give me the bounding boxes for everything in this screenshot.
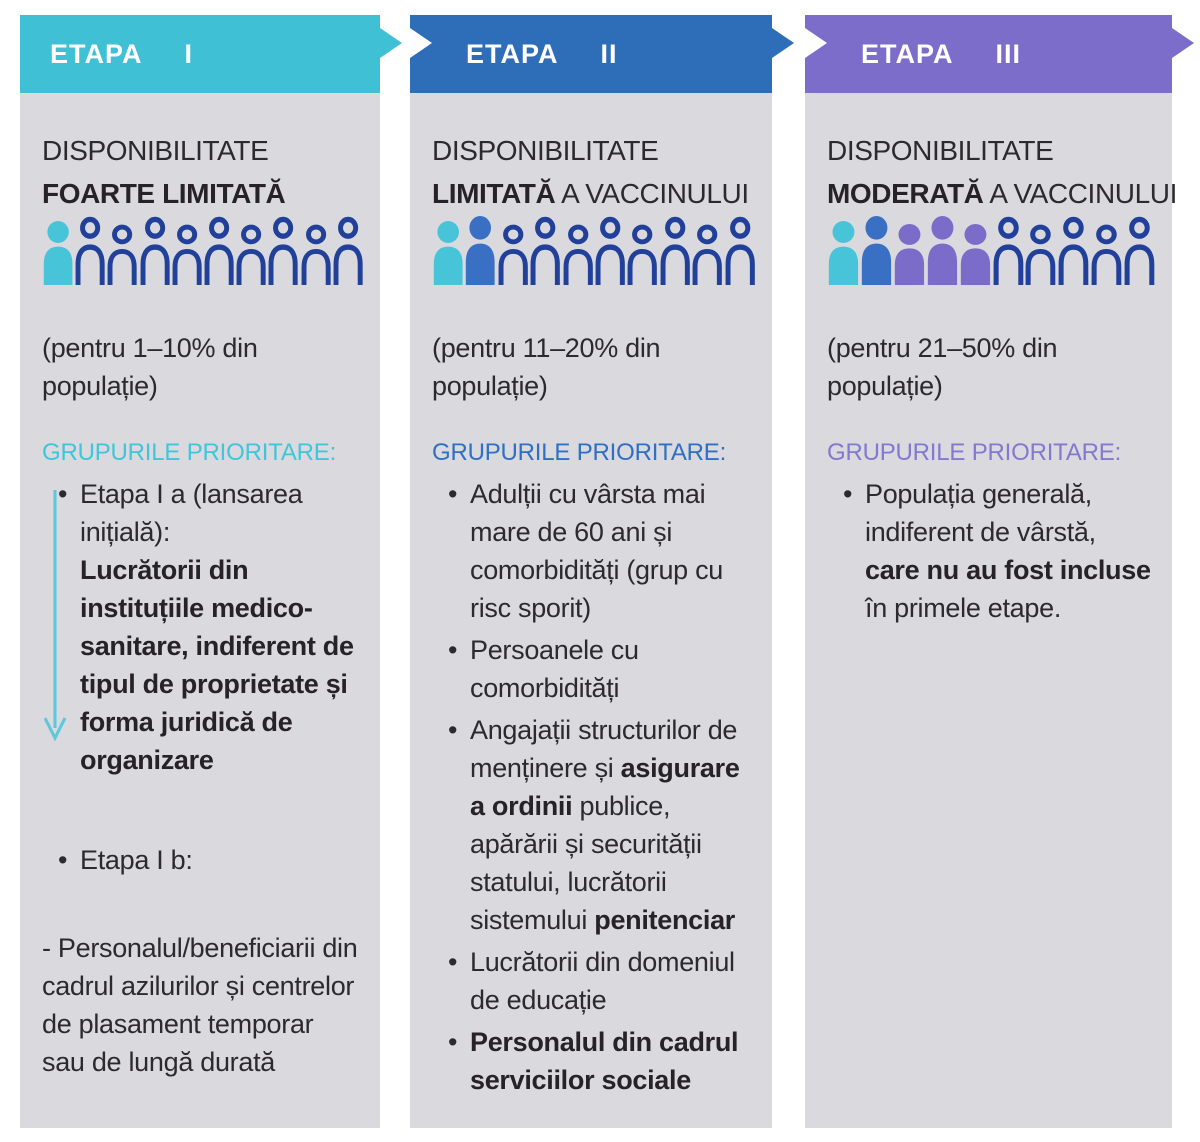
priority-bullet: Lucrătorii din domeniul de educație bbox=[448, 943, 756, 1019]
phase-banner: ETAPA II bbox=[410, 15, 794, 93]
person-outline-icon bbox=[595, 216, 625, 285]
priority-groups-list: Populația generală, indiferent de vârstă… bbox=[827, 475, 1155, 627]
person-filled-icon bbox=[960, 224, 990, 285]
person-filled-icon bbox=[828, 221, 859, 285]
phase-banner-label: ETAPA bbox=[466, 38, 559, 69]
person-filled-icon bbox=[861, 216, 891, 285]
phase-banner: ETAPA III bbox=[805, 15, 1194, 93]
phase-banner: ETAPA I bbox=[20, 15, 402, 93]
priority-bullet: Populația generală, indiferent de vârstă… bbox=[843, 475, 1155, 627]
person-outline-icon bbox=[498, 224, 528, 285]
priority-groups-heading: GRUPURILE PRIORITARE: bbox=[42, 439, 337, 466]
person-filled-icon bbox=[43, 221, 73, 285]
priority-bullet: Adulții cu vârsta mai mare de 60 ani și … bbox=[448, 475, 756, 627]
person-outline-icon bbox=[301, 224, 331, 285]
phase-banner-label: ETAPA bbox=[50, 38, 143, 69]
person-outline-icon bbox=[1058, 216, 1089, 285]
person-outline-icon bbox=[1026, 224, 1056, 285]
person-outline-icon bbox=[107, 224, 138, 285]
population-note: (pentru 11–20% din populație) bbox=[432, 333, 661, 401]
person-outline-icon bbox=[993, 216, 1023, 285]
priority-bullet: Angajații structurilor de menținere și a… bbox=[448, 711, 756, 939]
priority-groups-list: Adulții cu vârsta mai mare de 60 ani și … bbox=[432, 475, 756, 1099]
person-outline-icon bbox=[530, 216, 561, 285]
phase-banner-numeral: III bbox=[995, 38, 1022, 69]
person-outline-icon bbox=[660, 216, 690, 285]
priority-groups-list: Etapa I a (lansarea inițială):Lucrătorii… bbox=[42, 475, 364, 879]
person-outline-icon bbox=[692, 224, 723, 285]
person-filled-icon bbox=[894, 224, 924, 285]
person-outline-icon bbox=[204, 216, 234, 285]
person-outline-icon bbox=[1124, 216, 1155, 285]
phase-note: - Personalul/beneficiarii din cadrul azi… bbox=[42, 933, 358, 1077]
people-row bbox=[432, 215, 756, 285]
person-outline-icon bbox=[140, 216, 170, 285]
population-note: (pentru 1–10% din populație) bbox=[42, 333, 258, 401]
person-outline-icon bbox=[628, 224, 658, 285]
person-filled-icon bbox=[927, 216, 957, 285]
person-outline-icon bbox=[725, 216, 755, 285]
priority-groups-heading: GRUPURILE PRIORITARE: bbox=[432, 439, 727, 466]
person-outline-icon bbox=[172, 224, 202, 285]
priority-bullet: Etapa I b: bbox=[58, 841, 364, 879]
person-filled-icon bbox=[466, 216, 496, 285]
priority-bullet: Etapa I a (lansarea inițială):Lucrătorii… bbox=[58, 475, 364, 779]
people-row bbox=[42, 215, 364, 285]
population-note: (pentru 21–50% din populație) bbox=[827, 333, 1058, 401]
person-outline-icon bbox=[563, 224, 593, 285]
phase-down-arrow-icon bbox=[43, 490, 67, 747]
person-outline-icon bbox=[268, 216, 299, 285]
person-outline-icon bbox=[1091, 224, 1122, 285]
priority-bullet: Persoanele cu comorbidități bbox=[448, 631, 756, 707]
priority-bullet: Personalul din cadrul serviciilor social… bbox=[448, 1023, 756, 1099]
person-outline-icon bbox=[75, 216, 105, 285]
person-outline-icon bbox=[333, 216, 363, 285]
people-row bbox=[827, 215, 1156, 285]
phase-banner-numeral: I bbox=[184, 38, 194, 69]
phase-banner-numeral: II bbox=[600, 38, 618, 69]
person-filled-icon bbox=[433, 221, 463, 285]
person-outline-icon bbox=[236, 224, 266, 285]
priority-groups-heading: GRUPURILE PRIORITARE: bbox=[827, 439, 1122, 466]
phase-banner-label: ETAPA bbox=[861, 38, 954, 69]
